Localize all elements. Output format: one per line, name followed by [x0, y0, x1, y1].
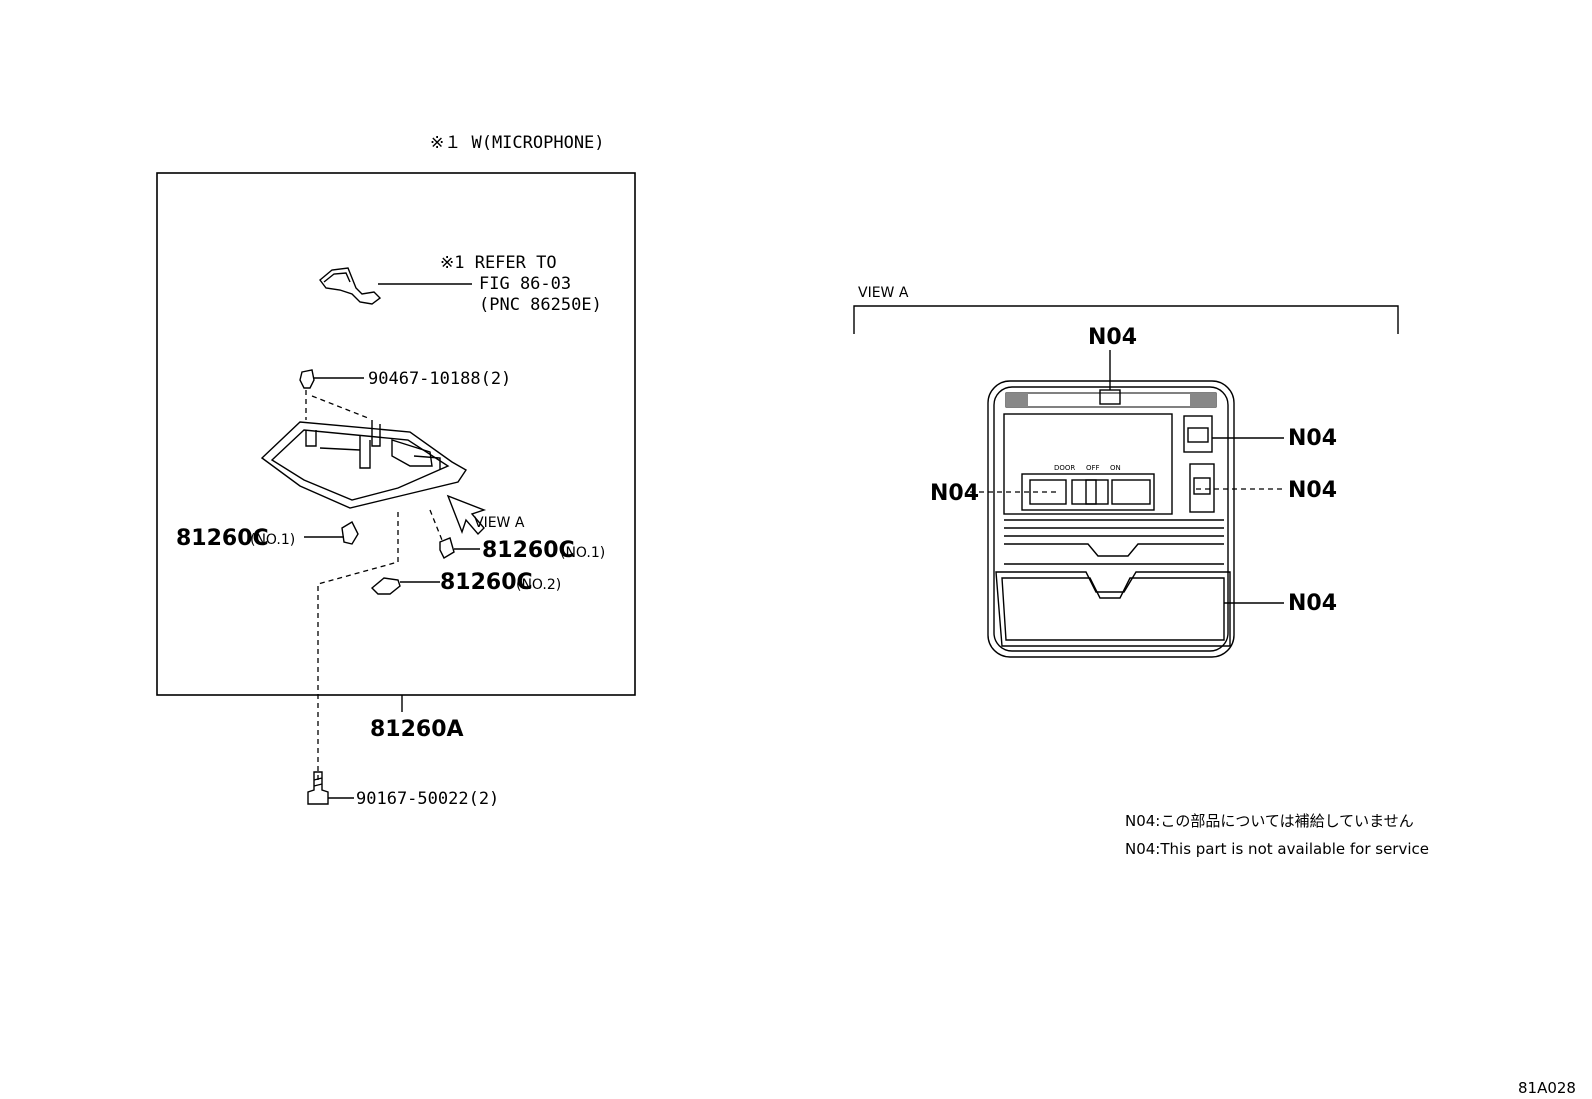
callout-right-3: N04 [1288, 591, 1337, 616]
view-a-title: VIEW A [858, 285, 909, 301]
screw-top-label: 90467-10188(2) [368, 369, 511, 389]
bulb-left-icon [304, 521, 359, 545]
switch-off-label: OFF [1086, 464, 1100, 472]
overhead-console-icon [987, 380, 1235, 658]
callout-left: N04 [930, 481, 979, 506]
bulb-left-part: 81260C [176, 526, 269, 551]
view-a-arrow-icon [446, 494, 487, 536]
screw-bottom-label: 90167-50022(2) [356, 789, 499, 809]
view-a-arrow-label: VIEW A [474, 515, 525, 531]
microphone-wire-icon [319, 267, 472, 305]
assembly-frame [156, 172, 636, 696]
map-lamp-housing-icon [260, 420, 467, 509]
note-en: N04:This part is not available for servi… [1125, 840, 1429, 858]
figure-id: 81A028 [1518, 1079, 1576, 1097]
variant-note: ※１ W(MICROPHONE) [430, 133, 605, 153]
bulb-no2-part: 81260C [440, 570, 533, 595]
assembly-label: 81260A [370, 717, 464, 742]
refer-line-1: ※1 REFER TO [440, 253, 557, 273]
switch-on-label: ON [1110, 464, 1121, 472]
bulb-right-icon [439, 537, 480, 559]
note-jp: N04:この部品については補給していません [1125, 812, 1414, 830]
bulb-no2-icon [370, 577, 440, 595]
view-a-bracket [853, 305, 1399, 334]
bulb-no2-sub: (NO.2) [516, 577, 561, 593]
bulb-right-sub: (NO.1) [560, 545, 605, 561]
refer-line-2: FIG 86-03 [479, 274, 571, 294]
screw-bottom-icon [307, 771, 354, 805]
bulb-left-sub: (NO.1) [250, 532, 295, 548]
bulb-right-part: 81260C [482, 538, 575, 563]
callout-right-1: N04 [1288, 426, 1337, 451]
callout-right-2: N04 [1288, 478, 1337, 503]
clip-icon [299, 369, 364, 389]
refer-line-3: (PNC 86250E) [479, 295, 602, 315]
switch-door-label: DOOR [1054, 464, 1075, 472]
callout-top: N04 [1088, 325, 1137, 350]
